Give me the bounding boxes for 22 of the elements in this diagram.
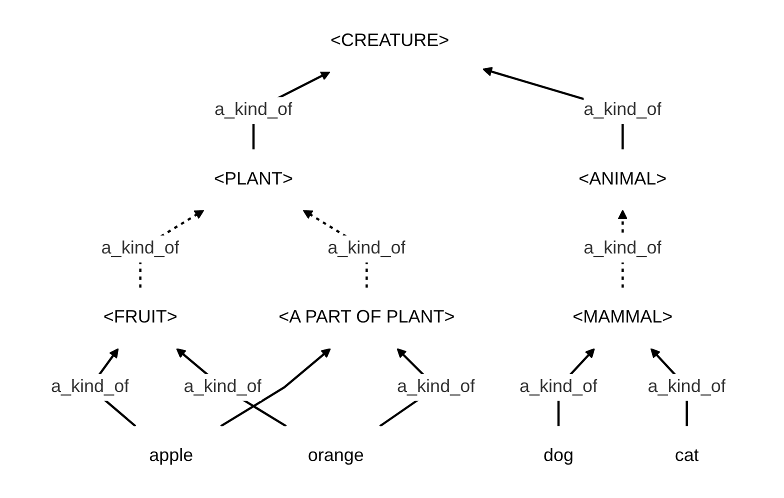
node-text: <MAMMAL> xyxy=(572,308,673,328)
edge-label: a_kind_of xyxy=(51,377,130,396)
edge-label: a_kind_of xyxy=(520,377,598,396)
edge-label: a_kind_of xyxy=(397,377,476,396)
node-text: <FRUIT> xyxy=(104,308,178,328)
edge-label: a_kind_of xyxy=(648,377,726,396)
edge-label: a_kind_of xyxy=(214,100,293,120)
edge-label: a_kind_of xyxy=(584,238,662,258)
edge-label: a_kind_of xyxy=(184,377,262,396)
node-text: cat xyxy=(675,446,700,466)
node-text: <A PART OF PLANT> xyxy=(278,308,455,328)
edge-label: a_kind_of xyxy=(102,238,180,258)
edge-label: a_kind_of xyxy=(328,238,406,258)
node-text: <ANIMAL> xyxy=(578,170,667,189)
arrow xyxy=(220,348,332,428)
node-text: orange xyxy=(308,446,364,466)
node-text: apple xyxy=(149,446,194,466)
arrow xyxy=(176,348,288,428)
node-text: <PLANT> xyxy=(214,170,294,189)
edge-label: a_kind_of xyxy=(584,100,662,120)
node-text: <CREATURE> xyxy=(330,31,450,50)
node-text: dog xyxy=(544,446,574,466)
